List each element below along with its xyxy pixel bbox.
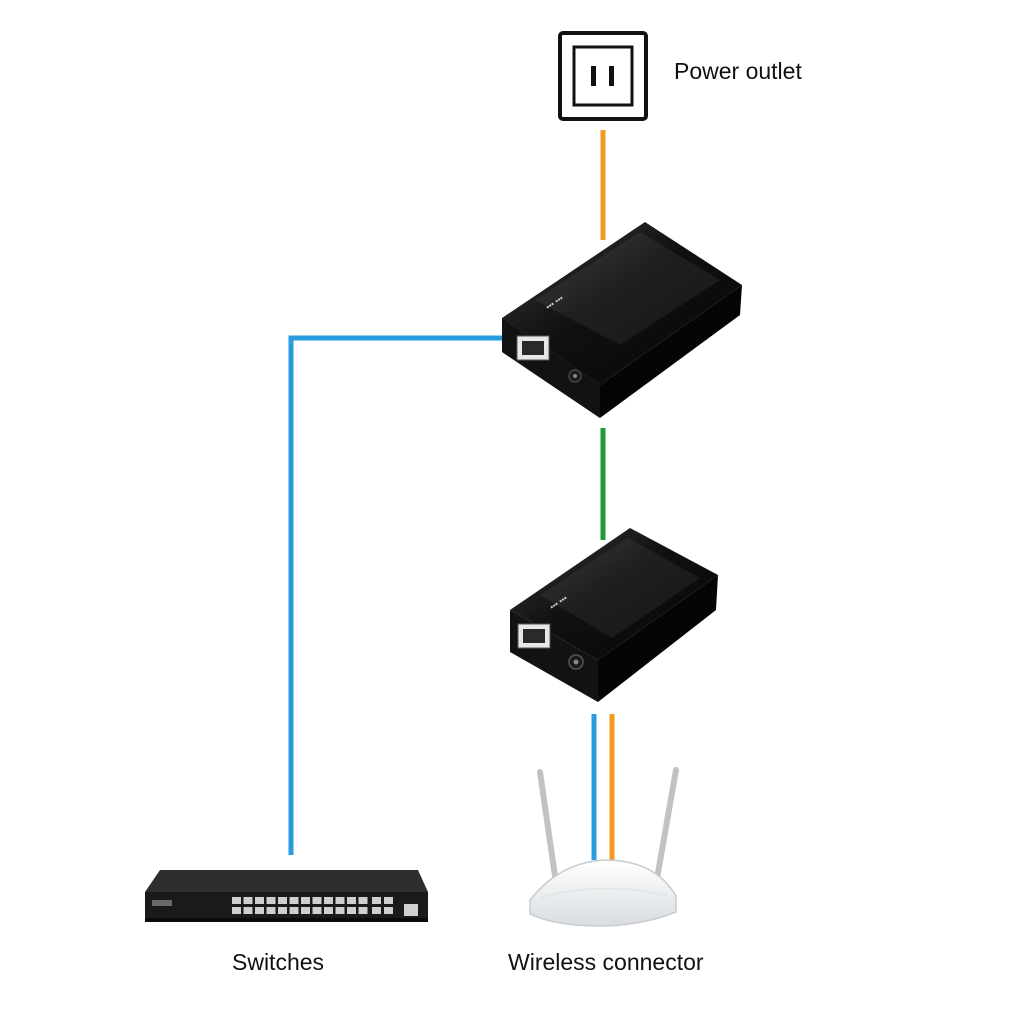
wireless-router-icon <box>530 770 676 926</box>
switch-port <box>232 907 241 914</box>
switch-port <box>278 907 287 914</box>
switch-port <box>267 897 276 904</box>
switch-port <box>324 897 333 904</box>
switch-port <box>336 897 345 904</box>
switch-port <box>347 897 356 904</box>
switch-port <box>232 897 241 904</box>
network-switch-icon <box>145 870 428 922</box>
ethernet-cable-switch-to-injector <box>291 338 502 855</box>
poe-splitter-icon: ▪▪▪ ▪▪▪ <box>510 528 718 702</box>
switch-port <box>290 907 299 914</box>
cables <box>291 130 612 860</box>
switches-label: Switches <box>232 949 324 976</box>
switch-port <box>359 897 368 904</box>
switch-port <box>301 907 310 914</box>
switch-port <box>244 897 253 904</box>
switch-port <box>324 907 333 914</box>
power-outlet-icon <box>560 33 646 119</box>
switch-port <box>359 907 368 914</box>
switch-port <box>244 907 253 914</box>
switch-sfp-port <box>372 907 381 914</box>
switch-port <box>313 897 322 904</box>
power-outlet-label: Power outlet <box>674 58 802 85</box>
poe-injector-icon: ▪▪▪ ▪▪▪ <box>502 222 742 418</box>
switch-port <box>347 907 356 914</box>
switch-sfp-port <box>372 897 381 904</box>
switch-port <box>336 907 345 914</box>
switch-sfp-port <box>384 897 393 904</box>
switch-port <box>255 897 264 904</box>
switch-port <box>267 907 276 914</box>
wireless-connector-label: Wireless connector <box>508 949 704 976</box>
switch-port <box>278 897 287 904</box>
switch-port <box>313 907 322 914</box>
switch-port <box>290 897 299 904</box>
switch-sfp-port <box>384 907 393 914</box>
switch-port <box>301 897 310 904</box>
switch-port <box>255 907 264 914</box>
